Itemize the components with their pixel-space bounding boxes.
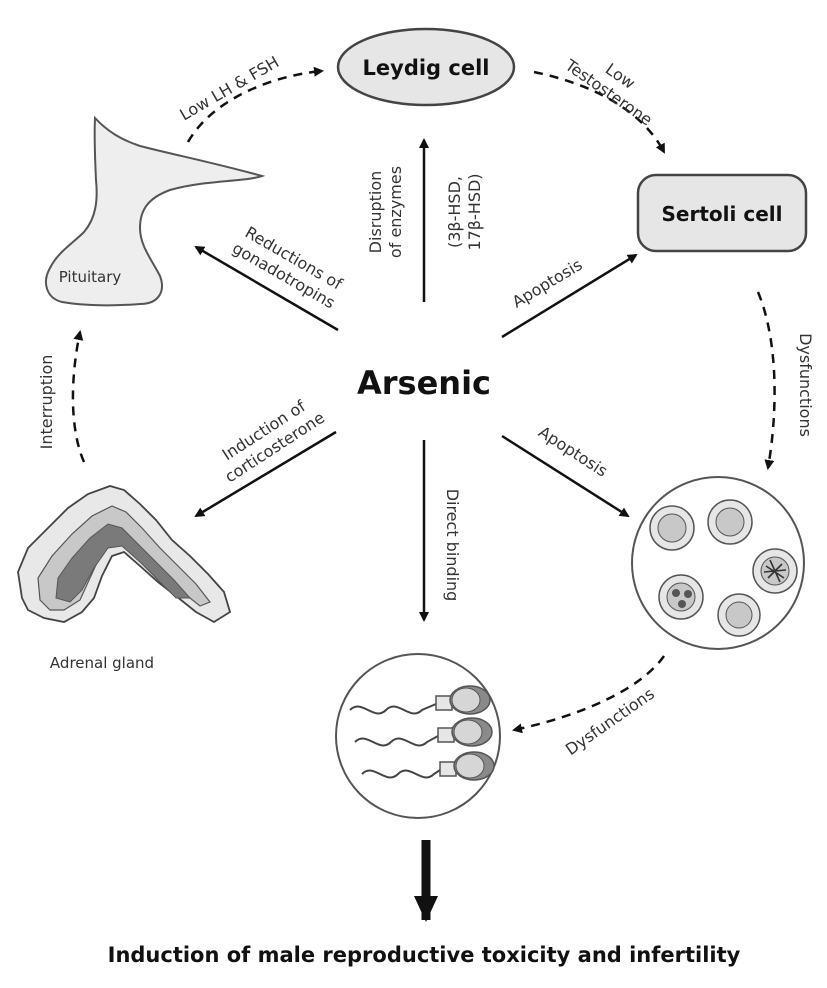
- dashed-arrow-pituitary-to-leydig: [186, 66, 324, 143]
- arsenic-center-label: Arsenic: [357, 364, 491, 402]
- label-enzymes-line1: (3β-HSD,: [445, 176, 464, 248]
- dashed-arrow-sertoli-to-germ-cells: [756, 291, 776, 470]
- label-disruption-of-enzymes: Disruption of enzymes: [366, 166, 405, 258]
- label-enzymes-line2: 17β-HSD): [465, 173, 484, 250]
- label-enzyme-names: (3β-HSD, 17β-HSD): [445, 173, 484, 250]
- label-disruption-line2: of enzymes: [386, 166, 405, 258]
- sertoli-cell-node: Sertoli cell: [636, 173, 808, 253]
- pituitary-label: Pituitary: [59, 268, 122, 286]
- label-dysfunctions-bottom: Dysfunctions: [562, 684, 658, 759]
- sperm-1: [349, 685, 491, 715]
- outcome-label: Induction of male reproductive toxicity …: [108, 943, 741, 967]
- dashed-arrow-germ-cells-to-sperm: [512, 655, 666, 734]
- germ-cells-illustration: [631, 476, 805, 650]
- arrow-arsenic-to-germ-cells: [501, 434, 630, 518]
- label-disruption-line1: Disruption: [366, 171, 385, 254]
- leydig-cell-node: Leydig cell: [336, 27, 516, 107]
- sperm-2: [354, 717, 493, 747]
- pituitary-gland-illustration: Pituitary: [45, 115, 266, 307]
- label-apoptosis-sertoli: Apoptosis: [509, 255, 586, 312]
- adrenal-gland-label: Adrenal gland: [50, 654, 154, 672]
- leydig-cell-label: Leydig cell: [363, 56, 490, 80]
- adrenal-gland-illustration: Adrenal gland: [17, 485, 232, 672]
- arrow-arsenic-to-pituitary: [194, 245, 339, 332]
- sperm-3: [361, 751, 495, 781]
- label-direct-binding: Direct binding: [443, 489, 462, 602]
- dashed-arrow-adrenal-to-pituitary: [71, 330, 86, 463]
- dashed-arrow-leydig-to-sertoli: [533, 70, 666, 154]
- sperm-cells-illustration: [335, 653, 501, 819]
- label-low-testosterone: Low Testosterone: [561, 55, 656, 129]
- arrow-arsenic-to-sertoli: [501, 253, 638, 339]
- label-reductions-of-gonadotropins: Reductions of gonadotropins: [229, 223, 346, 313]
- label-dysfunctions-right: Dysfunctions: [796, 333, 815, 437]
- label-apoptosis-germ-cells: Apoptosis: [535, 422, 611, 481]
- label-interruption: Interruption: [37, 355, 56, 450]
- arrow-arsenic-to-adrenal: [194, 430, 337, 518]
- label-low-lh-fsh: Low LH & FSH: [176, 52, 282, 124]
- sertoli-cell-label: Sertoli cell: [662, 202, 783, 226]
